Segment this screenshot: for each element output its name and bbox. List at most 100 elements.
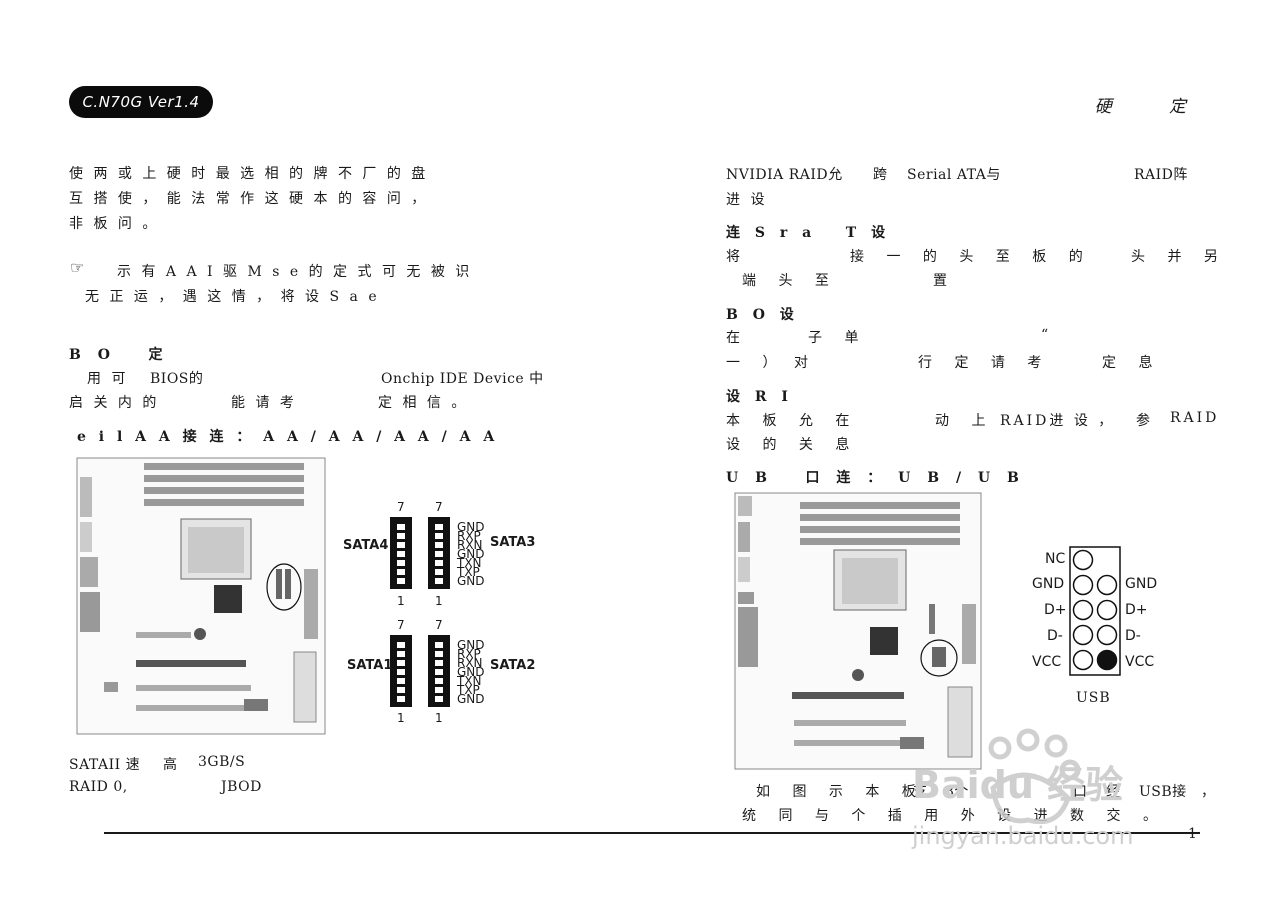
raid-intro-1c: Serial ATA与 xyxy=(907,167,1001,183)
raid-heading: 设 R I xyxy=(726,389,793,405)
hand-pointer-icon: ☞ xyxy=(70,258,85,277)
right-bios-line-2a: 一 ） xyxy=(726,355,786,371)
chipset-heatsink xyxy=(214,585,242,613)
sata-pin-label: RXN xyxy=(457,538,483,552)
usb-highlight-circle xyxy=(920,639,958,677)
right-bios-line-2c: 行 定 请 考 xyxy=(918,355,1051,371)
usb-line-1e: 经 xyxy=(1106,784,1123,800)
dimm-slot xyxy=(800,514,960,521)
right-bios-line-2d: 定 息 xyxy=(1102,355,1162,371)
sata-pin-label: GND xyxy=(457,574,485,588)
sata-pin-label: RXP xyxy=(457,529,481,543)
dimm-slot xyxy=(800,538,960,545)
usb-pin-label-right: D+ xyxy=(1125,602,1148,618)
usb-heading: U B 口 连 ： U B / U B xyxy=(726,470,1025,486)
bios-line-1b: BIOS的 xyxy=(150,371,204,387)
raid-line-1c: RAID进 设 ， xyxy=(1000,413,1116,429)
sata3-pin-bottom: 1 xyxy=(435,594,443,608)
usb-pin-header xyxy=(1069,546,1121,676)
usb-pin-label-left: GND xyxy=(1032,576,1065,592)
sata2-pin-top: 7 xyxy=(435,618,443,632)
version-badge: C.N70G Ver1.4 xyxy=(69,86,213,118)
raid-intro-2: 进 设 xyxy=(726,192,768,208)
sata-pin-label: TXN xyxy=(457,674,482,688)
raid-line-1d: 参 xyxy=(1136,413,1153,429)
sata-pin-label: TXP xyxy=(457,683,480,697)
right-bios-line-2b: 对 xyxy=(794,355,811,371)
usb-pin-label-left: D+ xyxy=(1044,602,1067,618)
speed-line-1b: 高 xyxy=(163,757,178,773)
page-number: 1 xyxy=(1188,826,1197,842)
usb-pin-label-right: D- xyxy=(1125,628,1141,644)
sata2-label: SATA2 xyxy=(490,658,536,673)
dimm-slot xyxy=(800,502,960,509)
dimm-slot xyxy=(144,463,304,470)
sata4-label: SATA4 xyxy=(343,538,389,553)
usb-line-1g: ， xyxy=(1201,784,1218,800)
sata1-pin-bottom: 1 xyxy=(397,711,405,725)
sata-pin-label: GND xyxy=(457,692,485,706)
left-paragraph-line-1: 使 两 或 上 硬 时 最 选 相 的 牌 不 厂 的 盘 xyxy=(69,166,429,182)
sata-pin-label: GND xyxy=(457,638,485,652)
sata-pin-label: GND xyxy=(457,520,485,534)
bios-heading: B O 定 xyxy=(69,347,169,363)
sata4-pin-bottom: 1 xyxy=(397,594,405,608)
sata3-label: SATA3 xyxy=(490,535,536,550)
sata-connector-group-bottom xyxy=(390,635,450,707)
dimm-slot xyxy=(144,499,304,506)
usb-line-1a: 如 图 示 本 板 xyxy=(756,784,925,800)
baidu-watermark-logo xyxy=(988,728,1081,825)
dimm-slot xyxy=(144,475,304,482)
usb-pin-label-right: GND xyxy=(1125,576,1158,592)
sata2-pin-bottom: 1 xyxy=(435,711,443,725)
usb-pin-label-left: VCC xyxy=(1032,654,1062,670)
connect-line-1c: 头 并 另 xyxy=(1131,249,1227,265)
left-paragraph-line-3: 非 板 问 。 xyxy=(69,216,160,232)
usb-pin-label-left: NC xyxy=(1045,551,1066,567)
motherboard-diagram-usb xyxy=(734,492,982,770)
footer-rule xyxy=(104,832,1200,834)
note-line-2: 无 正 运 ， 遇 这 情 ， 将 设 S a e xyxy=(85,289,380,305)
raid-line-1b: 动 上 xyxy=(935,413,995,429)
usb-line-1f: USB接 xyxy=(1139,784,1187,800)
sata-pin-label: RXP xyxy=(457,647,481,661)
bios-line-1c: Onchip IDE Device 中 xyxy=(381,371,544,387)
right-bios-line-1c: “ xyxy=(1041,327,1052,343)
usb-pin-1 xyxy=(1096,649,1118,671)
raid-intro-1a: NVIDIA RAID允 xyxy=(726,167,843,183)
sata-pin-label: TXN xyxy=(457,556,482,570)
sata-pin-label: GND xyxy=(457,665,485,679)
left-paragraph-line-2: 互 搭 使 ， 能 法 常 作 这 硬 本 的 容 问 ， xyxy=(69,191,429,207)
speed-line-2a: RAID 0, xyxy=(69,779,128,795)
sata-highlight-circle xyxy=(266,563,302,611)
page-header-title: 硬 定 xyxy=(1094,97,1212,117)
usb-pin-nc xyxy=(1072,549,1094,571)
raid-line-1a: 本 板 允 在 xyxy=(726,413,859,429)
dimm-slot xyxy=(800,526,960,533)
dimm-slot xyxy=(144,487,304,494)
sata-pin-label: TXP xyxy=(457,565,480,579)
usb-line-1c: 8个 xyxy=(945,784,969,800)
bios-line-2c: 定 相 信 。 xyxy=(378,395,469,411)
connect-heading: 连 S r a T 设 xyxy=(726,225,891,241)
sata-connector-group-top xyxy=(390,517,450,589)
connect-line-2a: 端 头 至 xyxy=(742,273,838,289)
watermark-brand: Baidu 经验 xyxy=(912,763,1124,807)
usb-pin-label-right: VCC xyxy=(1125,654,1155,670)
speed-line-2b: JBOD xyxy=(221,779,262,795)
usb-line-1b: 支 xyxy=(913,784,930,800)
sata-pin-label: GND xyxy=(457,547,485,561)
sata-heading: e i l A A 接 连 ： A A / A A / A A / A A xyxy=(77,429,499,445)
connect-line-1b: 接 一 的 头 至 板 的 xyxy=(850,249,1092,265)
bios-line-2a: 启 关 内 的 xyxy=(69,395,160,411)
usb-pin-label-left: D- xyxy=(1047,628,1063,644)
right-bios-line-1a: 在 xyxy=(726,330,743,346)
right-bios-heading: B O 设 xyxy=(726,307,799,323)
raid-intro-1d: RAID阵 xyxy=(1134,167,1188,183)
watermark-url: jingyan.baidu.com xyxy=(912,822,1134,850)
note-line-1: 示 有 A A I 驱 M s e 的 定 式 可 无 被 识 xyxy=(117,264,473,280)
sata3-pin-top: 7 xyxy=(435,500,443,514)
bios-line-2b: 能 请 考 xyxy=(231,395,297,411)
bios-line-1a: 用 可 xyxy=(87,371,129,387)
raid-line-2: 设 的 关 息 xyxy=(726,437,859,453)
